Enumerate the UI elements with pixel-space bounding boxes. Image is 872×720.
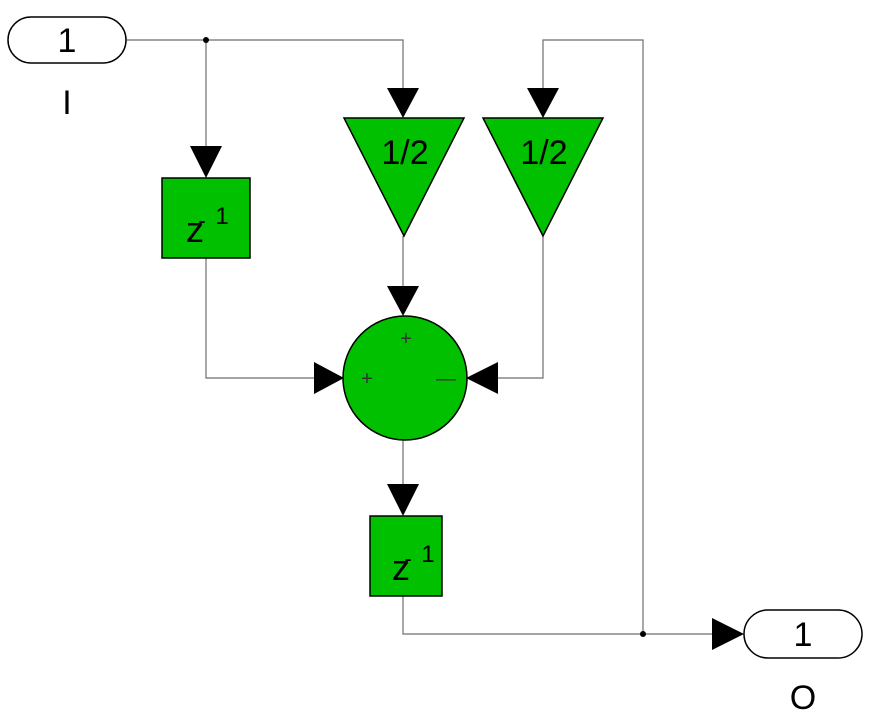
unit-delay-bottom-exponent: 1 xyxy=(421,541,434,568)
arrow-into-delay-top xyxy=(190,146,222,178)
junction-input xyxy=(203,37,209,43)
gain-right-shape[interactable] xyxy=(481,117,605,238)
unit-delay-top-bar: - xyxy=(198,208,205,233)
wire-delay-to-output xyxy=(402,596,712,635)
arrow-into-outport xyxy=(712,618,744,650)
arrow-into-sum-right xyxy=(466,362,498,394)
inport-number: 1 xyxy=(58,22,77,60)
inport-block[interactable]: 1 xyxy=(7,16,127,64)
arrow-into-gain-right xyxy=(527,88,559,118)
gain-block-right[interactable]: 1/2 xyxy=(481,117,605,238)
gain-left-shape[interactable] xyxy=(342,117,466,238)
sum-sign-right: — xyxy=(436,368,456,390)
unit-delay-bottom-shape[interactable] xyxy=(369,515,443,597)
sum-sign-top: + xyxy=(400,328,412,350)
gain-left-value: 1/2 xyxy=(381,134,428,172)
unit-delay-block-bottom[interactable]: z - 1 xyxy=(369,515,443,597)
unit-delay-block-top[interactable]: z - 1 xyxy=(161,177,251,259)
unit-delay-bottom-base: z xyxy=(392,547,410,588)
wire-gain-right-to-sum xyxy=(498,236,544,379)
unit-delay-top-exponent: 1 xyxy=(215,203,228,230)
wire-feedback-to-gain-right xyxy=(542,39,644,634)
outport-name: O xyxy=(790,679,816,717)
outport-number: 1 xyxy=(794,616,813,654)
unit-delay-bottom-bar: - xyxy=(404,546,411,571)
sum-block[interactable]: + + — xyxy=(342,315,468,441)
sum-shape[interactable] xyxy=(342,315,468,441)
wire-input-to-gain-left xyxy=(126,39,404,88)
arrowheads xyxy=(190,88,744,650)
arrow-into-sum-left xyxy=(314,362,344,394)
gain-right-value: 1/2 xyxy=(520,134,567,172)
arrow-into-gain-left xyxy=(387,88,419,118)
outport-shape[interactable] xyxy=(743,609,863,659)
arrow-into-delay-bottom xyxy=(387,484,419,516)
inport-name: I xyxy=(62,84,71,122)
gain-block-left[interactable]: 1/2 xyxy=(342,117,466,238)
unit-delay-top-shape[interactable] xyxy=(161,177,251,259)
signal-lines xyxy=(126,39,712,635)
outport-block[interactable]: 1 xyxy=(743,609,863,659)
wire-delay-to-sum xyxy=(205,258,314,379)
junction-output xyxy=(640,631,646,637)
sum-sign-left: + xyxy=(361,368,373,390)
inport-shape[interactable] xyxy=(7,16,127,64)
arrow-into-sum-top xyxy=(387,286,419,316)
unit-delay-top-base: z xyxy=(186,209,204,250)
